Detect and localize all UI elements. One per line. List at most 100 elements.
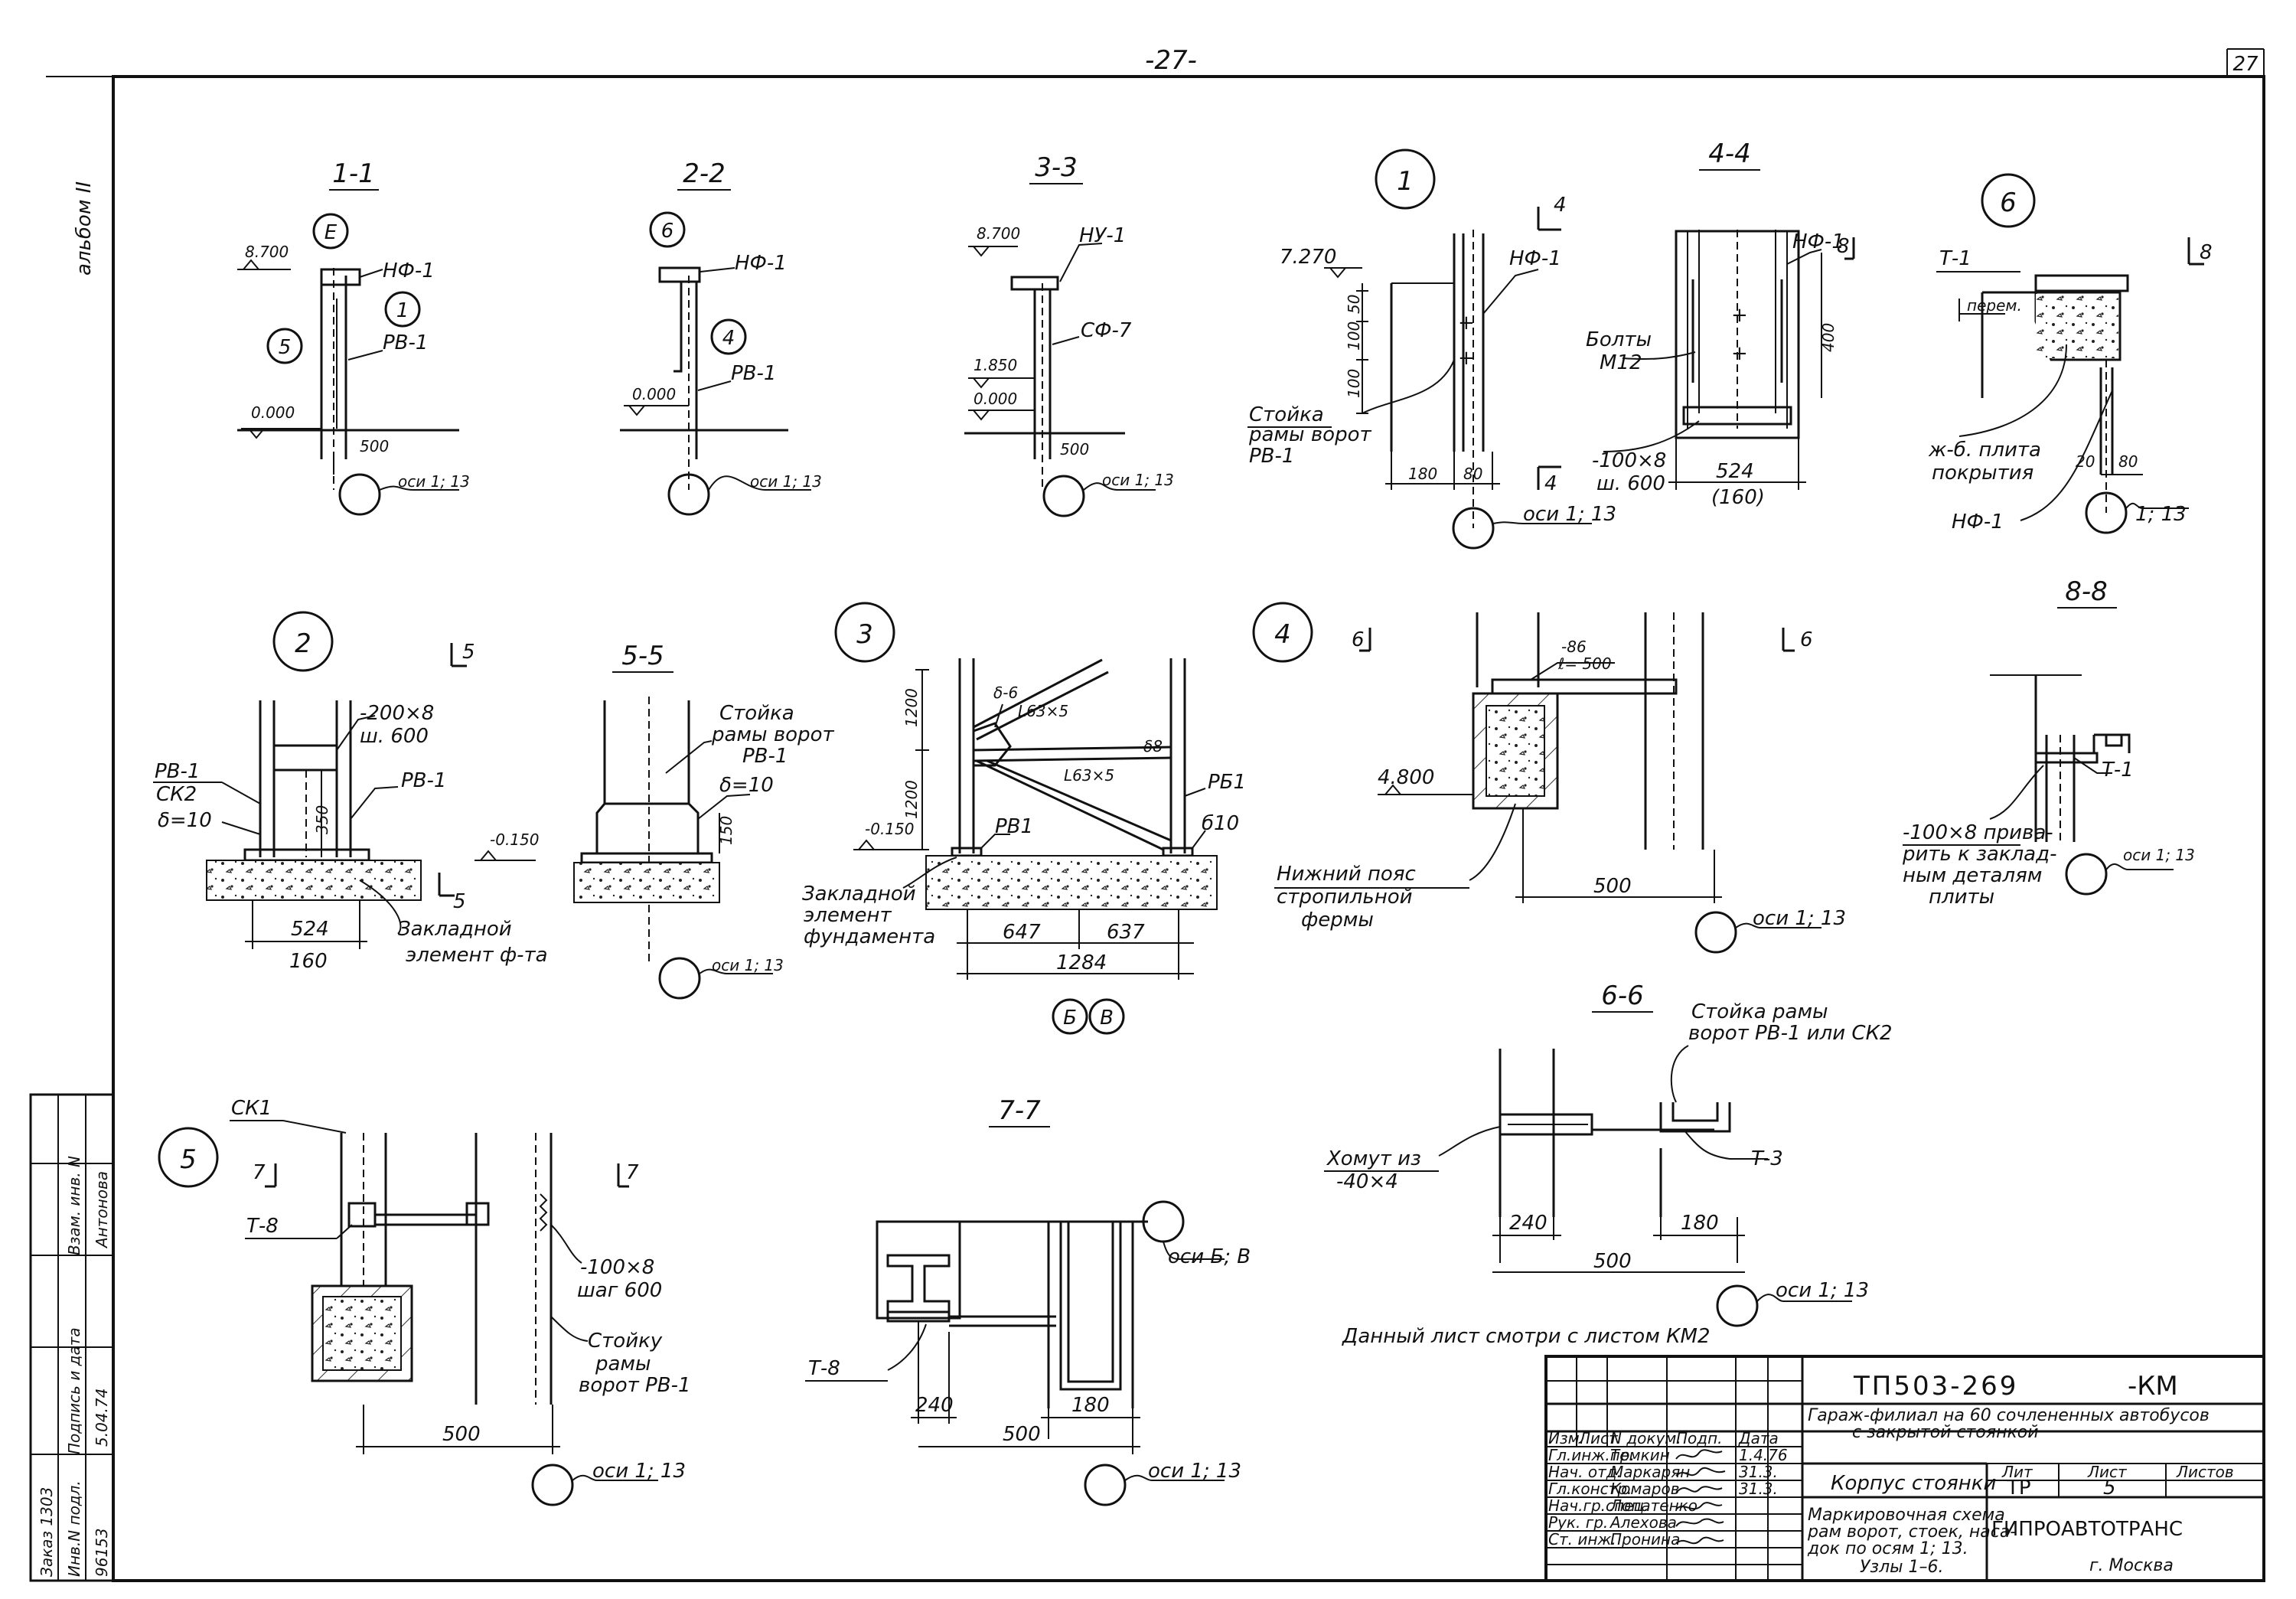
plate-step-node-5: шаг 600 [577, 1279, 662, 1302]
node-1: 1 4 7.270 50 100 100 + + НФ-1 Стойка рам… [1247, 148, 1616, 550]
note-bottom: Данный лист смотри с листом КМ2 [1342, 1325, 1711, 1348]
corner-number: 27 [2232, 53, 2258, 76]
level-node-1: 7.270 [1280, 246, 1336, 269]
dim-500-1-1: 500 [360, 437, 389, 455]
plus-bolt-4-4a: + [1731, 304, 1748, 327]
dim-500-node-4: 500 [1593, 875, 1632, 898]
title-project: Гараж-филиал на 60 сочлененных автобусов [1808, 1406, 2210, 1425]
label-emb-node-3: Закладной [802, 883, 916, 906]
sheet-title4: Узлы 1–6. [1860, 1558, 1944, 1577]
label-stand3-node-5: ворот РВ-1 [579, 1374, 691, 1397]
cut-7-left-node-5: 7 [253, 1161, 266, 1184]
note2-8-8: рить к заклад- [1902, 843, 2056, 866]
angle1-node-3: L63×5 [1018, 702, 1068, 720]
d6-node-3: δ-6 [993, 684, 1018, 702]
section-title-7-7: 7-7 [998, 1095, 1041, 1126]
cut-8-4-4: 8 [1837, 235, 1850, 258]
plus-bolt-2: + [1458, 347, 1475, 370]
plate2-node-4: ℓ= 500 [1557, 654, 1612, 673]
label-emb3-node-3: фундамента [804, 925, 935, 948]
role-2: Гл.констр. [1548, 1480, 1632, 1498]
note3-8-8: ным деталям [1903, 864, 2042, 887]
label-d10-node-2: δ=10 [158, 809, 212, 832]
level-zero-2-2: 0.000 [632, 385, 676, 403]
cut-4-top: 4 [1554, 194, 1567, 217]
plate-node-2: -200×8 [360, 702, 434, 725]
label-stand2-6-6: ворот РВ-1 или СК2 [1688, 1022, 1893, 1045]
plate-4-4: -100×8 [1592, 449, 1666, 472]
axis-label-3-3: оси 1; 13 [1102, 471, 1174, 489]
label-perem-node-6: перем. [1967, 296, 2022, 315]
col-ndok: N докум. [1610, 1429, 1681, 1447]
node-2: 2 350 5 -200×8 ш. 600 РВ-1 СК2 δ=10 РВ-1… [153, 611, 548, 973]
level-node-3: -0.150 [865, 820, 914, 838]
axis-label-node-5: оси 1; 13 [592, 1460, 686, 1483]
sheet-frame [46, 48, 2265, 1582]
dim-524-node-2: 524 [291, 918, 329, 941]
d8-node-3: δ8 [1143, 737, 1163, 755]
label-emb2-node-2: элемент ф-та [406, 944, 548, 967]
axis-label-7-7: оси 1; 13 [1148, 1460, 1241, 1483]
label-rv-right-node-2: РВ-1 [401, 769, 446, 792]
stamp-line-1: Инв.N подл. [65, 1480, 83, 1577]
label-t1-8-8: Т-1 [2102, 759, 2134, 782]
level-mid-3-3: 1.850 [974, 356, 1017, 374]
org-city: г. Москва [2089, 1556, 2174, 1575]
label-t1-node-6: Т-1 [1939, 247, 1971, 270]
role-date-0: 1.4.76 [1739, 1446, 1788, 1464]
label-nf-2-2: НФ-1 [735, 252, 787, 275]
section-6-6: 6-6 Стойка рамы ворот РВ-1 или СК2 Хомут… [1324, 981, 1893, 1327]
dim-160-node-2: 160 [289, 950, 328, 973]
album-label: альбом II [73, 181, 96, 276]
label-t3-6-6: Т-3 [1751, 1147, 1783, 1170]
signature-1 [1675, 1467, 1726, 1477]
label-stand-5-5: Стойка [719, 702, 794, 725]
role-name-0: Темкин [1610, 1446, 1670, 1464]
label-b10-node-3: б10 [1202, 812, 1239, 835]
label-belt3-node-4: фермы [1301, 909, 1374, 932]
label-rv-2-2: РВ-1 [731, 362, 776, 385]
dim-500-3-3: 500 [1060, 440, 1089, 458]
plate-step-node-2: ш. 600 [360, 725, 429, 748]
label-slab-node-6: ж-б. плита [1928, 439, 2041, 462]
dim-350-node-2: 350 [313, 805, 331, 834]
title-object: Корпус стоянки [1831, 1472, 1996, 1495]
dim-240-7-7: 240 [915, 1394, 954, 1417]
col-list: Лист [1578, 1429, 1619, 1447]
section-title-6-6: 6-6 [1601, 981, 1644, 1011]
label-rb-right-node-3: РБ1 [1208, 771, 1246, 794]
title-code: ТП503-269 [1853, 1371, 2018, 1402]
plate-step-4-4: ш. 600 [1596, 472, 1665, 495]
callout-e: Е [325, 221, 338, 244]
label-emb2-node-3: элемент [804, 904, 892, 927]
label-t8-7-7: Т-8 [808, 1357, 840, 1380]
axis-b-node-3: Б [1063, 1007, 1077, 1030]
axis-v-node-3: В [1100, 1007, 1114, 1030]
signature-3 [1675, 1502, 1723, 1510]
callout-node-1: 1 [1397, 166, 1414, 197]
role-name-5: Пронина [1610, 1530, 1680, 1548]
role-1: Нач. отд. [1548, 1463, 1622, 1481]
role-5: Ст. инж. [1548, 1530, 1616, 1548]
cut-5-top-node-2: 5 [462, 641, 475, 664]
label-bolts2-4-4: М12 [1600, 351, 1642, 374]
label-nf-4-4: НФ-1 [1792, 230, 1844, 253]
sheet-title3: док по осям 1; 13. [1807, 1539, 1968, 1558]
note4-8-8: плиты [1929, 886, 1994, 909]
section-title-5-5: 5-5 [621, 641, 664, 671]
label-t8-node-5: Т-8 [246, 1215, 279, 1238]
callout-4-small: 4 [722, 327, 735, 350]
stamp-line-2: Подпись и дата [65, 1327, 83, 1454]
callout-5-small: 5 [279, 336, 292, 359]
callout-1-small: 1 [396, 299, 409, 322]
dim-240-6-6: 240 [1509, 1212, 1548, 1235]
plate-node-4: -86 [1561, 638, 1587, 656]
label-stand-6-6: Стойка рамы [1691, 1000, 1828, 1023]
callout-node-2: 2 [295, 628, 311, 659]
sheet-title: Маркировочная схема [1808, 1506, 2005, 1525]
dim-150-5-5: 150 [717, 816, 735, 845]
role-4: Рук. гр. [1548, 1513, 1608, 1532]
org-name: ГИПРОАВТОТРАНС [1991, 1518, 2183, 1541]
label-stand2-node-5: рамы [595, 1353, 651, 1375]
